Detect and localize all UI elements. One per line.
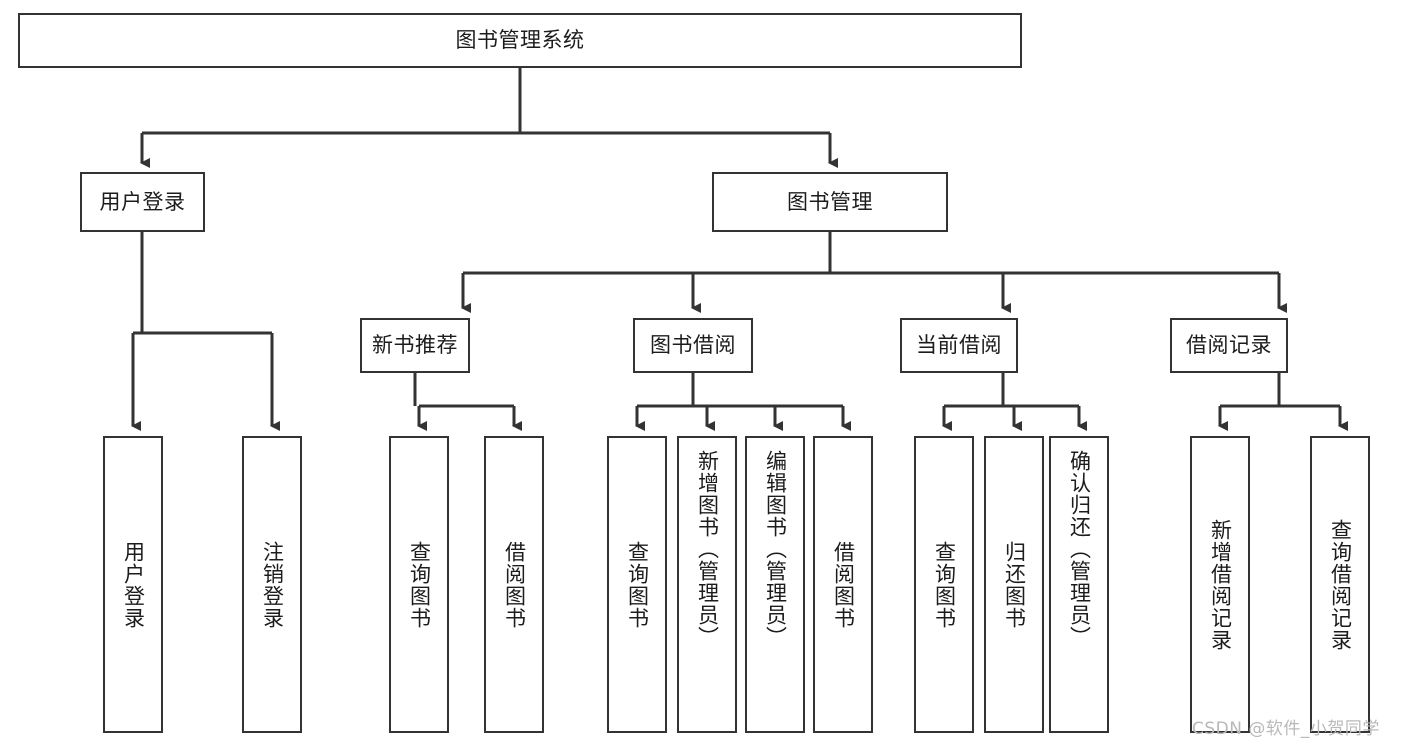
- node-leaf[interactable]: 查询图书: [607, 436, 667, 733]
- node-leaf[interactable]: 新增借阅记录: [1190, 436, 1250, 733]
- node-leaf[interactable]: 借阅图书: [813, 436, 873, 733]
- node-leaf-label: 查询图书: [625, 540, 650, 629]
- node-leaf[interactable]: 查询图书: [389, 436, 449, 733]
- node-leaf-label: 用户登录: [121, 540, 146, 629]
- node-leaf[interactable]: 借阅图书: [484, 436, 544, 733]
- node-leaf-label: 确认归还（管理员）: [1067, 450, 1092, 648]
- node-leaf[interactable]: 查询图书: [914, 436, 974, 733]
- node-level3[interactable]: 图书借阅: [633, 318, 753, 373]
- node-leaf-label: 借阅图书: [831, 540, 856, 629]
- node-leaf[interactable]: 注销登录: [242, 436, 302, 733]
- node-leaf[interactable]: 新增图书（管理员）: [677, 436, 737, 733]
- node-level2[interactable]: 图书管理: [712, 172, 948, 232]
- node-leaf[interactable]: 查询借阅记录: [1310, 436, 1370, 733]
- node-level3[interactable]: 借阅记录: [1170, 318, 1288, 373]
- node-root[interactable]: 图书管理系统: [18, 13, 1022, 68]
- node-leaf[interactable]: 确认归还（管理员）: [1049, 436, 1109, 733]
- node-level3-label: 图书借阅: [650, 333, 736, 358]
- node-leaf-label: 注销登录: [260, 540, 285, 629]
- node-leaf-label: 查询图书: [932, 540, 957, 629]
- node-leaf-label: 查询图书: [407, 540, 432, 629]
- node-leaf[interactable]: 归还图书: [984, 436, 1044, 733]
- node-leaf-label: 编辑图书（管理员）: [763, 450, 788, 648]
- node-leaf[interactable]: 用户登录: [103, 436, 163, 733]
- node-leaf-label: 新增图书（管理员）: [695, 450, 720, 648]
- node-level3-label: 新书推荐: [372, 333, 458, 358]
- node-level3[interactable]: 当前借阅: [900, 318, 1018, 373]
- node-leaf-label: 查询借阅记录: [1328, 518, 1353, 651]
- node-level2[interactable]: 用户登录: [80, 172, 205, 232]
- node-leaf-label: 新增借阅记录: [1208, 518, 1233, 651]
- node-leaf[interactable]: 编辑图书（管理员）: [745, 436, 805, 733]
- node-leaf-label: 借阅图书: [502, 540, 527, 629]
- node-level3-label: 借阅记录: [1186, 333, 1272, 358]
- node-leaf-label: 归还图书: [1002, 540, 1027, 629]
- csdn-watermark: CSDN @软件_小贺同学: [1192, 719, 1380, 739]
- node-level3-label: 当前借阅: [916, 333, 1002, 358]
- node-level3[interactable]: 新书推荐: [360, 318, 470, 373]
- node-level2-label: 图书管理: [787, 189, 873, 214]
- node-level2-label: 用户登录: [99, 189, 186, 214]
- node-root-label: 图书管理系统: [455, 28, 585, 53]
